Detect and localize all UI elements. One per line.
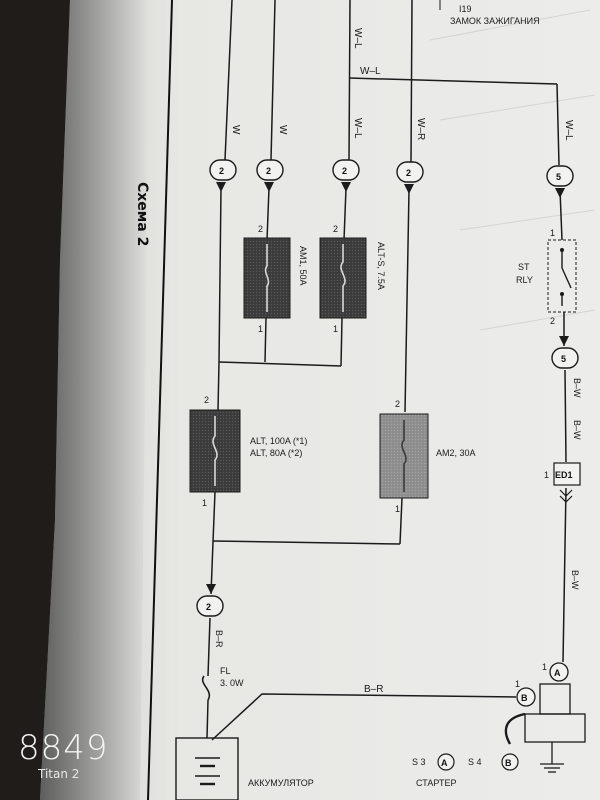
svg-text:5: 5: [556, 172, 561, 182]
wire-label-w1: W: [230, 125, 241, 135]
wire-label-bw-1: B–W: [572, 378, 582, 398]
bleed-through-lines: [429, 9, 596, 331]
starter-symbol: A 1 B 1: [504, 662, 586, 773]
svg-text:2: 2: [333, 224, 338, 234]
svg-text:AM1, 50A: AM1, 50A: [298, 246, 308, 286]
paper-sheet: [40, 0, 600, 800]
svg-text:1: 1: [542, 662, 547, 672]
starter-label: СТАРТЕР: [416, 778, 457, 788]
wire-label-wr: W–R: [415, 118, 426, 140]
watermark-number: 8849: [18, 728, 109, 768]
s3-connector: A: [437, 753, 455, 771]
watermark-device: Titan 2: [38, 767, 80, 781]
wire-label-wl-vertical: W–L: [352, 118, 363, 139]
svg-text:2: 2: [219, 166, 224, 176]
svg-text:ST: ST: [518, 262, 530, 272]
wire-label-bw-2: B–W: [572, 420, 582, 440]
svg-text:A: A: [554, 668, 561, 678]
fuse-alt-s: 2 1 ALT-S, 7.5A: [319, 224, 386, 334]
fuse-am2: 2 1 AM2, 30A: [379, 399, 476, 514]
svg-text:1: 1: [258, 324, 263, 334]
section-title: Схема 2: [134, 182, 150, 246]
s3-label: S 3: [412, 757, 426, 767]
svg-text:2: 2: [266, 166, 271, 176]
wires: [206, 0, 567, 741]
fuse-am1: 2 1 AM1, 50A: [243, 224, 308, 334]
svg-text:2: 2: [204, 395, 209, 405]
svg-text:1: 1: [515, 679, 520, 689]
battery-symbol: [175, 737, 239, 800]
svg-text:ALT, 100A (*1): ALT, 100A (*1): [250, 436, 307, 446]
svg-text:A: A: [441, 758, 448, 768]
svg-text:B: B: [505, 758, 512, 768]
s4-label: S 4: [468, 757, 482, 767]
svg-text:RLY: RLY: [516, 275, 533, 285]
svg-text:2: 2: [395, 399, 400, 409]
wire-label-br-horizontal: B–R: [364, 684, 383, 695]
svg-text:2: 2: [258, 224, 263, 234]
wire-label-br-down: B–R: [214, 630, 224, 648]
svg-text:2: 2: [550, 316, 555, 326]
connector-ed1: ED1 1: [544, 462, 581, 503]
wire-label-wl-right: W–L: [563, 120, 574, 141]
wire-label-w2: W: [277, 125, 288, 135]
fuse-alt: 2 1 ALT, 100A (*1) ALT, 80A (*2): [189, 395, 307, 508]
svg-text:FL: FL: [220, 666, 231, 676]
svg-text:3. 0W: 3. 0W: [220, 678, 244, 688]
header-title: ЗАМОК ЗАЖИГАНИЯ: [450, 16, 540, 26]
svg-text:AM2, 30A: AM2, 30A: [436, 448, 476, 458]
paper-shadow: [40, 0, 150, 800]
s4-connector: B: [501, 753, 519, 771]
battery-label: АККУМУЛЯТОР: [248, 778, 314, 788]
svg-text:5: 5: [561, 354, 566, 364]
svg-text:2: 2: [406, 168, 411, 178]
svg-text:ED1: ED1: [555, 470, 573, 480]
svg-text:2: 2: [342, 166, 347, 176]
wire-label-bw-3: B–W: [570, 570, 580, 590]
svg-text:2: 2: [206, 602, 211, 612]
svg-text:B: B: [521, 693, 528, 703]
connector-c1: 2: [209, 159, 237, 192]
svg-text:1: 1: [395, 504, 400, 514]
header-code: I19: [459, 4, 472, 14]
svg-text:1: 1: [202, 498, 207, 508]
svg-text:1: 1: [333, 324, 338, 334]
svg-text:ALT-S, 7.5A: ALT-S, 7.5A: [376, 242, 386, 290]
connector-c5-top: 5: [546, 165, 574, 198]
connector-c4: 2: [396, 161, 424, 194]
connector-bottom: 2: [196, 584, 224, 617]
fuse-fl: FL 3. 0W: [201, 666, 244, 701]
connector-c5-bottom: 5: [551, 336, 579, 369]
st-relay: 1 2 ST RLY: [516, 228, 577, 326]
connector-c3: 2: [332, 159, 360, 192]
page-frame-line: [147, 0, 173, 800]
wire-label-wl-horizontal: W–L: [360, 66, 381, 77]
connector-c2: 2: [256, 159, 284, 192]
svg-text:1: 1: [544, 470, 549, 480]
svg-text:1: 1: [550, 228, 555, 238]
wire-label-wl-top: W–L: [352, 28, 363, 49]
svg-text:ALT, 80A (*2): ALT, 80A (*2): [250, 448, 302, 458]
